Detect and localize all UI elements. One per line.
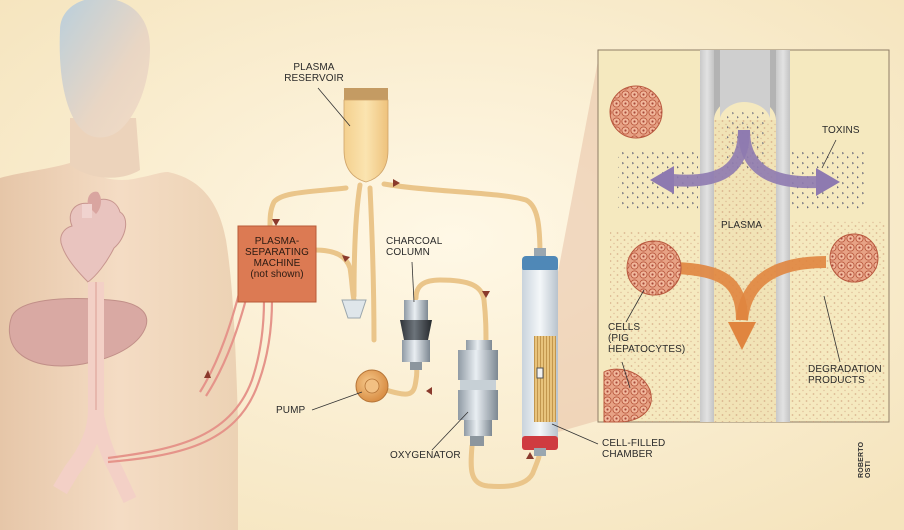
label-plasma-reservoir-line2: RESERVOIR <box>284 73 344 84</box>
hepatocyte-cluster-3 <box>829 233 879 283</box>
hepatocyte-cluster-1 <box>609 85 663 139</box>
label-degradation-line2: PRODUCTS <box>808 375 865 386</box>
label-oxygenator: OXYGENATOR <box>390 450 461 461</box>
label-cell-filled-chamber: CELL-FILLED CHAMBER <box>602 438 665 460</box>
label-toxins: TOXINS <box>822 125 860 136</box>
label-chamber-line2: CHAMBER <box>602 449 653 460</box>
label-psm-line3: MACHINE <box>253 258 301 269</box>
label-charcoal-line1: CHARCOAL <box>386 236 443 247</box>
hepatocyte-cluster-2 <box>626 240 682 296</box>
label-cells-line2: (PIG <box>608 333 629 344</box>
charcoal-column <box>400 300 432 370</box>
cell-filled-chamber <box>522 248 558 456</box>
label-cells-line3: HEPATOCYTES) <box>608 344 686 355</box>
label-charcoal-column: CHARCOAL COLUMN <box>386 236 442 258</box>
label-degradation-line1: DEGRADATION <box>808 364 882 375</box>
hepatocyte-cluster-4 <box>603 368 652 423</box>
label-cells-line1: CELLS <box>608 322 641 333</box>
label-plasma-reservoir-line1: PLASMA <box>293 62 335 73</box>
oxygenator <box>458 340 498 446</box>
label-psm-line4: (not shown) <box>250 269 304 280</box>
heart <box>60 191 127 283</box>
label-psm-line1: PLASMA- <box>254 236 300 247</box>
plasma-separating-machine <box>237 225 317 303</box>
pump <box>355 369 389 403</box>
label-plasma-reservoir: PLASMA RESERVOIR <box>282 62 346 84</box>
illustrator-credit: ROBERTO OSTI <box>858 441 872 478</box>
plasma-tubes <box>267 181 543 489</box>
label-plasma: PLASMA <box>721 220 763 231</box>
human-figure <box>0 0 238 530</box>
label-cells: CELLS (PIG HEPATOCYTES) <box>608 322 685 355</box>
label-psm-line2: SEPARATING <box>245 247 309 258</box>
label-chamber-line1: CELL-FILLED <box>602 438 666 449</box>
flow-arrows <box>204 179 534 459</box>
valve <box>341 299 367 319</box>
label-plasma-separating-machine: PLASMA- SEPARATING MACHINE (not shown) <box>240 236 314 280</box>
label-pump: PUMP <box>276 405 306 416</box>
liver <box>8 298 148 367</box>
label-degradation-products: DEGRADATION PRODUCTS <box>808 364 882 386</box>
leader-lines <box>311 87 841 451</box>
label-charcoal-line2: COLUMN <box>386 247 430 258</box>
plasma-reservoir <box>343 88 389 183</box>
inset-panel <box>597 49 890 423</box>
